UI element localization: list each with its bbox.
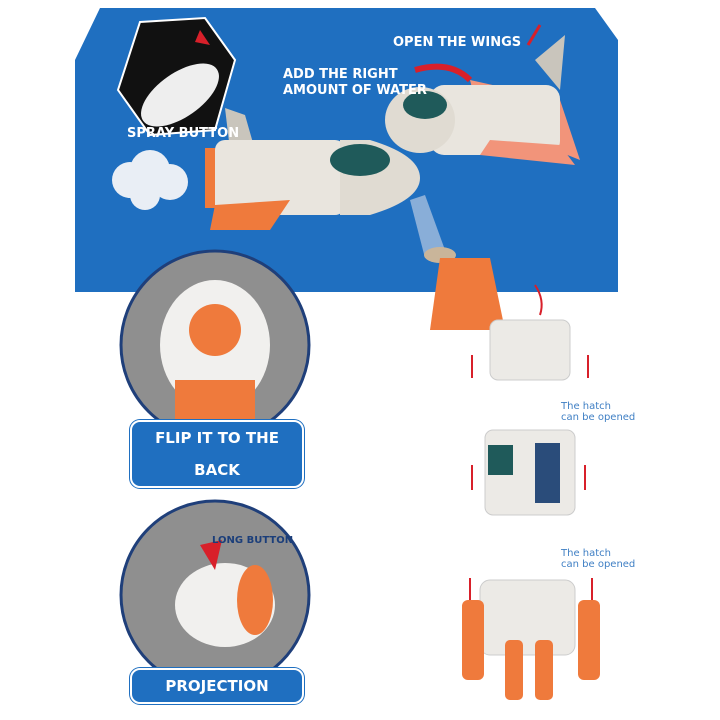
curved-arrow-icon <box>414 63 473 83</box>
hatch-note-2-line1: The hatch <box>561 548 611 559</box>
hatch-note-1-line1: The hatch <box>561 401 611 412</box>
add-water-label-1: ADD THE RIGHT <box>283 67 398 82</box>
module-top <box>489 319 571 381</box>
rocket-wings-open-image <box>385 35 580 165</box>
hatch-note-1-line2: can be opened <box>561 412 636 423</box>
arrow-icon <box>200 540 222 570</box>
module-middle <box>484 429 576 516</box>
arrow-icon <box>195 30 210 45</box>
open-wings-label: OPEN THE WINGS <box>393 35 522 50</box>
module-base <box>462 579 600 700</box>
projection-label: PROJECTION <box>130 668 304 704</box>
spray-button-label: SPRAY BUTTON <box>127 126 240 141</box>
mist-cloud-icon <box>112 150 188 210</box>
arrow-icons <box>469 355 593 600</box>
projection-beam <box>410 195 445 258</box>
nose-cone <box>430 258 505 330</box>
flip-back-label: FLIP IT TO THE BACK <box>130 420 304 488</box>
hatch-note-2-line2: can be opened <box>561 559 636 570</box>
add-water-label-2: AMOUNT OF WATER <box>283 83 427 98</box>
long-button-label: LONG BUTTON <box>212 535 294 546</box>
arrow-icon <box>526 24 542 46</box>
rocket-main-image <box>205 108 420 230</box>
